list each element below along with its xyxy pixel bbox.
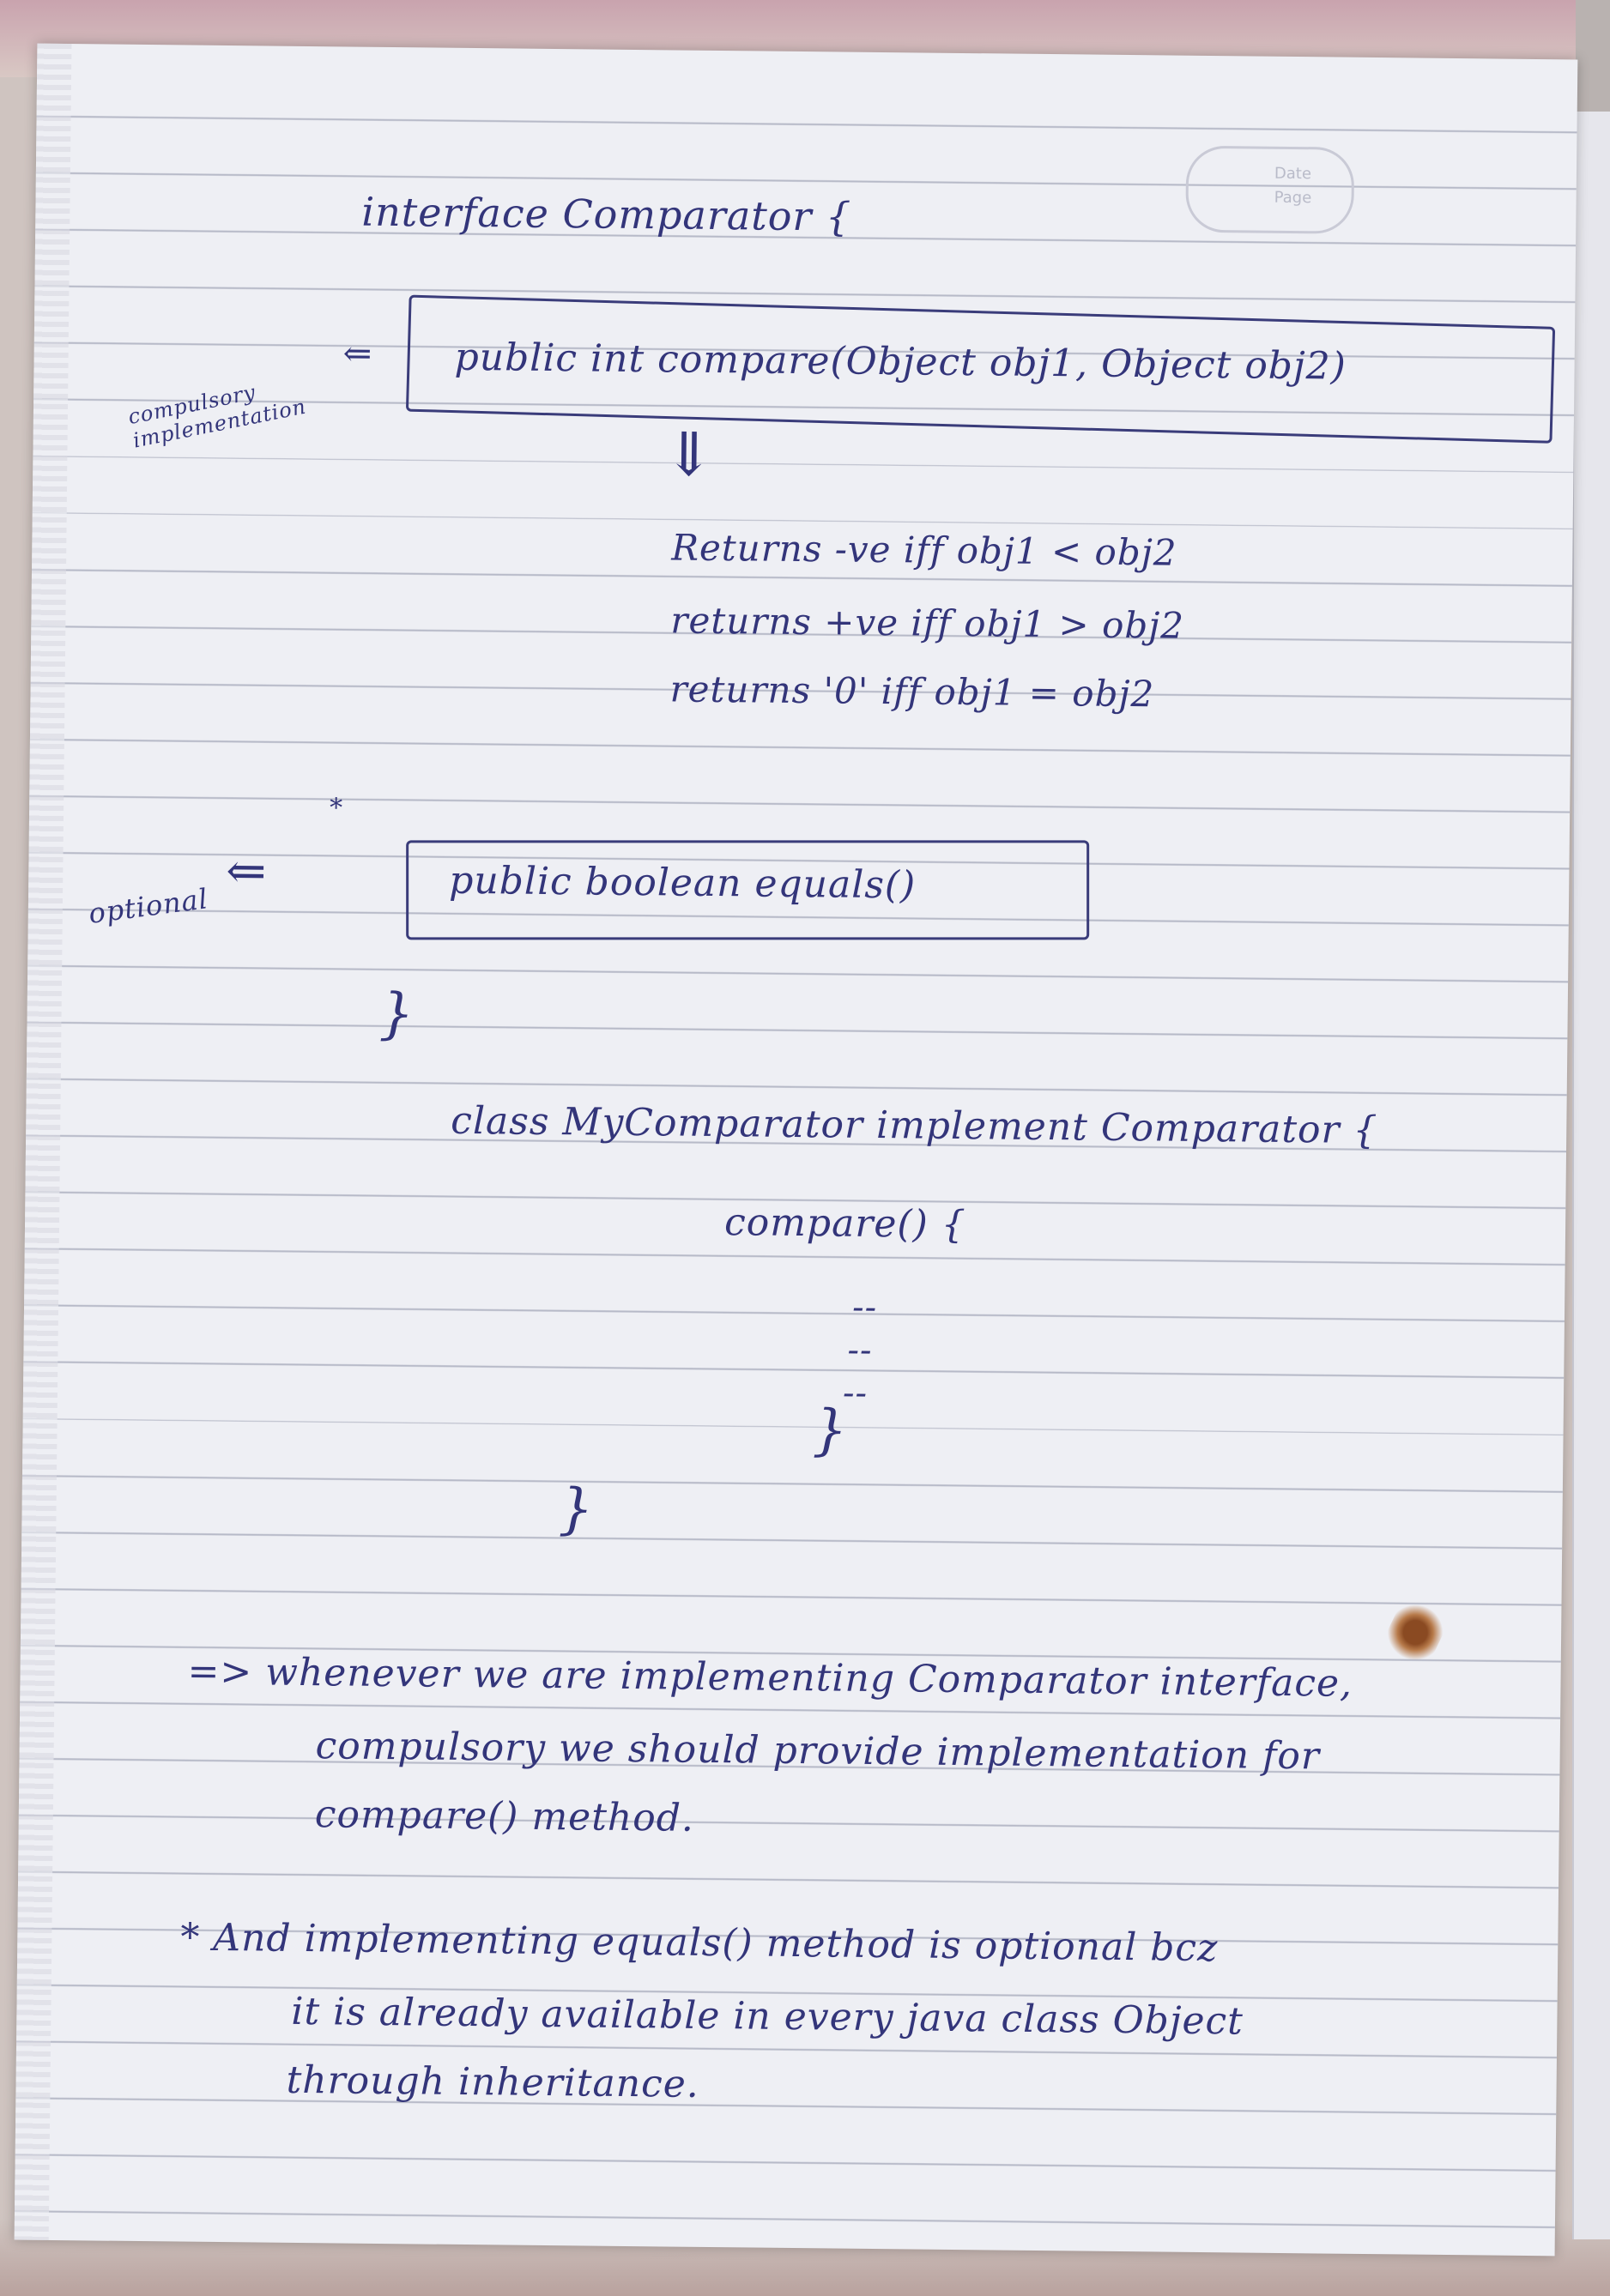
ink-stain xyxy=(1378,1594,1452,1671)
impl-placeholder-line: -- xyxy=(851,1287,878,1327)
compare-impl: compare() { xyxy=(723,1200,967,1248)
equals-method-signature: public boolean equals() xyxy=(448,858,917,908)
note1-line3: compare() method. xyxy=(314,1792,695,1840)
arrow-down-icon: ⇓ xyxy=(663,419,716,490)
return-rule-negative: Returns -ve iff obj1 < obj2 xyxy=(671,526,1177,574)
class-close-brace: } xyxy=(558,1477,595,1542)
method-close-brace: } xyxy=(812,1399,849,1463)
arrow-left-double-icon: ⇐ xyxy=(226,843,268,900)
note1-line1: => whenever we are implementing Comparat… xyxy=(187,1649,1353,1706)
arrow-left-icon: ⇐ xyxy=(342,334,373,374)
note2-line2: it is already available in every java cl… xyxy=(291,1989,1244,2044)
interface-header: interface Comparator { xyxy=(361,188,852,240)
note2-line3: through inheritance. xyxy=(286,2057,700,2106)
mark-star-icon: * xyxy=(329,793,344,824)
compare-method-signature: public int compare(Object obj1, Object o… xyxy=(454,335,1347,389)
compulsory-note: compulsory implementation xyxy=(125,379,309,453)
interface-close-brace: } xyxy=(378,982,415,1047)
return-rule-positive: returns +ve iff obj1 > obj2 xyxy=(670,599,1185,647)
return-rule-zero: returns '0' iff obj1 = obj2 xyxy=(669,668,1155,716)
page-edge xyxy=(14,43,72,2240)
class-header: class MyComparator implement Comparator … xyxy=(451,1098,1378,1153)
note1-line2: compulsory we should provide implementat… xyxy=(315,1724,1321,1779)
impl-placeholder-line: -- xyxy=(847,1330,873,1370)
next-page-edge xyxy=(1572,112,1610,2239)
optional-note: optional xyxy=(87,882,210,930)
note2-line1: * And implementing equals() method is op… xyxy=(180,1915,1219,1971)
